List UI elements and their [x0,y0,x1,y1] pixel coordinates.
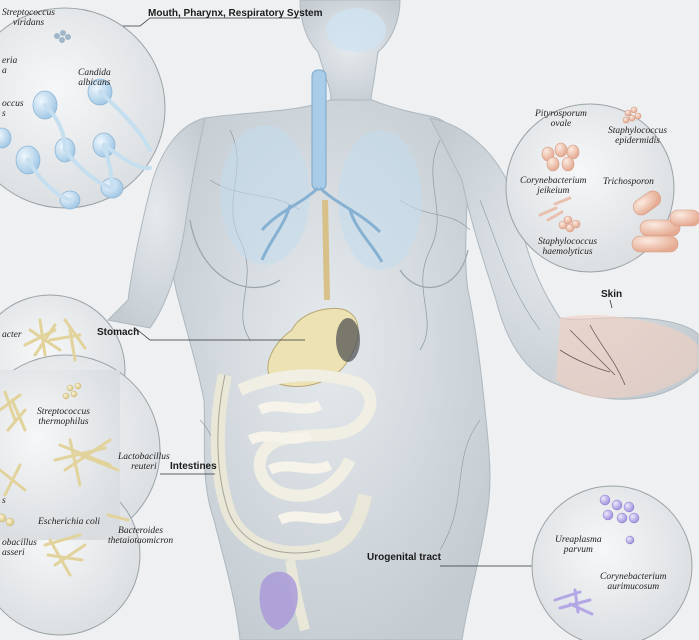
gut-microbe-panel [0,294,161,636]
stomach-organ [267,199,360,388]
respiratory-system [220,8,422,270]
species-escherichia-coli: Escherichia coli [38,517,100,527]
urogenital-microbe-panel [531,485,693,640]
label-urogenital: Urogenital tract [367,552,441,563]
species-trichosporon: Trichosporon [603,177,654,187]
mouth-microbe-panel [0,7,166,210]
species-cut-s: s [2,496,6,506]
bladder-organ [259,571,298,630]
label-intestines: Intestines [170,461,217,472]
species-cut-acter: acter [2,330,22,340]
hand-skin [556,315,698,399]
label-mouth: Mouth, Pharynx, Respiratory System [148,8,323,19]
label-stomach: Stomach [97,327,140,338]
label-skin: Skin [601,289,623,300]
skin-microbe-panel [505,103,699,273]
